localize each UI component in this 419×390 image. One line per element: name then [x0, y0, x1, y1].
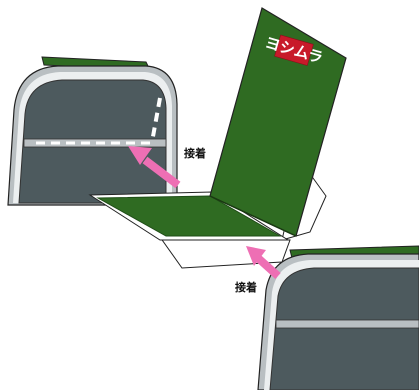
folded-sticker: ヨシムラ — [88, 7, 347, 269]
sticker-flap-green — [96, 195, 282, 237]
upper-bond-arrow — [128, 146, 181, 189]
right-cover-body — [269, 267, 419, 390]
left-side-cover — [7, 56, 178, 206]
left-cover-guide-vertical — [150, 97, 162, 143]
right-side-cover — [257, 245, 419, 390]
sticker-fold-crease — [209, 195, 297, 237]
lower-arrow-shaft — [255, 255, 281, 279]
right-cover-band — [275, 319, 419, 329]
upper-arrow-head — [128, 146, 152, 165]
bond-label-lower: 接着 — [235, 280, 257, 294]
bond-label-upper: 接着 — [184, 146, 206, 160]
left-cover-band — [23, 138, 167, 148]
logo-badge — [274, 34, 314, 66]
lower-arrow-head — [246, 246, 266, 266]
upper-arrow-shaft — [142, 156, 181, 189]
sticker-liner-bottom — [159, 236, 291, 269]
lower-bond-arrow — [246, 246, 281, 279]
